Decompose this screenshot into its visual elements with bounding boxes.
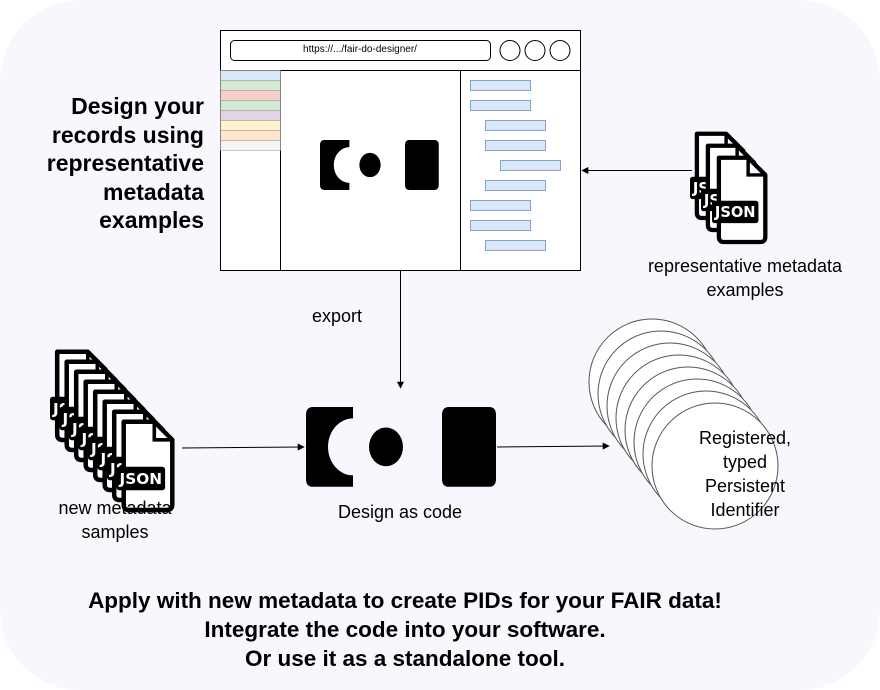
design-as-code-puzzle-icon bbox=[306, 407, 496, 487]
tree-block[interactable] bbox=[470, 220, 531, 231]
design-as-code-label: Design as code bbox=[337, 502, 463, 522]
tree-block[interactable] bbox=[470, 80, 531, 91]
footer-line: Or use it as a standalone tool. bbox=[244, 646, 566, 671]
label-line: samples bbox=[81, 522, 149, 542]
palette-swatch[interactable] bbox=[220, 100, 281, 111]
json-file-icon: JSON bbox=[117, 422, 173, 510]
tree-block[interactable] bbox=[500, 160, 561, 171]
heading-line: representative bbox=[46, 150, 204, 176]
block-palette bbox=[220, 70, 281, 151]
window-button-1[interactable] bbox=[499, 40, 521, 61]
tree-block[interactable] bbox=[470, 100, 531, 111]
palette-swatch[interactable] bbox=[220, 110, 281, 121]
label-line: Registered, bbox=[698, 428, 792, 448]
footer-line: Integrate the code into your software. bbox=[204, 617, 606, 642]
tree-block[interactable] bbox=[485, 120, 546, 131]
tree-block[interactable] bbox=[485, 240, 546, 251]
pid-circles-icon bbox=[588, 318, 779, 530]
palette-swatch[interactable] bbox=[220, 130, 281, 141]
design-heading: Design your records using representative… bbox=[0, 92, 204, 235]
label-line: representative metadata bbox=[647, 256, 843, 276]
export-label: export bbox=[312, 306, 363, 326]
palette-swatch[interactable] bbox=[220, 140, 281, 151]
label-line: Identifier bbox=[710, 500, 780, 520]
heading-line: examples bbox=[99, 207, 204, 233]
tree-block[interactable] bbox=[470, 200, 531, 211]
window-button-2[interactable] bbox=[524, 40, 546, 61]
new-samples-label: new metadata samples bbox=[40, 496, 190, 544]
workspace-tree bbox=[470, 80, 561, 251]
label-line: examples bbox=[706, 280, 784, 300]
samples-arrow bbox=[181, 443, 305, 451]
pid-arrow bbox=[496, 442, 610, 450]
palette-swatch[interactable] bbox=[220, 90, 281, 101]
heading-line: records using bbox=[51, 121, 204, 148]
json-file-label: JSON bbox=[119, 470, 163, 488]
pid-label: Registered, typed Persistent Identifier bbox=[684, 426, 806, 522]
json-file-label: JSON bbox=[714, 204, 756, 221]
label-line: typed bbox=[722, 452, 768, 472]
heading-line: Design your bbox=[71, 93, 204, 119]
window-button-3[interactable] bbox=[549, 40, 571, 61]
pid-circle bbox=[651, 402, 779, 530]
representative-json-files-icon: JSONJSONJSON bbox=[690, 134, 765, 242]
footer-line: Apply with new metadata to create PIDs f… bbox=[88, 588, 722, 613]
designer-browser-window bbox=[220, 30, 581, 271]
tree-block[interactable] bbox=[485, 180, 546, 191]
address-bar[interactable] bbox=[230, 40, 491, 61]
label-line: Persistent bbox=[704, 476, 786, 496]
heading-line: metadata bbox=[103, 178, 204, 205]
json-file-icon: JSON bbox=[712, 158, 765, 242]
address-bar-url: https://.../fair-do-designer/ bbox=[303, 44, 417, 55]
footer-text: Apply with new metadata to create PIDs f… bbox=[0, 586, 810, 673]
palette-swatch[interactable] bbox=[220, 70, 281, 81]
palette-swatch[interactable] bbox=[220, 120, 281, 131]
representative-examples-label: representative metadata examples bbox=[630, 254, 860, 302]
new-json-files-icon: JSONJSONJSONJSONJSONJSONJSONJSON bbox=[50, 352, 172, 510]
label-line: new metadata bbox=[58, 498, 172, 518]
tree-block[interactable] bbox=[485, 140, 546, 151]
palette-swatch[interactable] bbox=[220, 80, 281, 91]
